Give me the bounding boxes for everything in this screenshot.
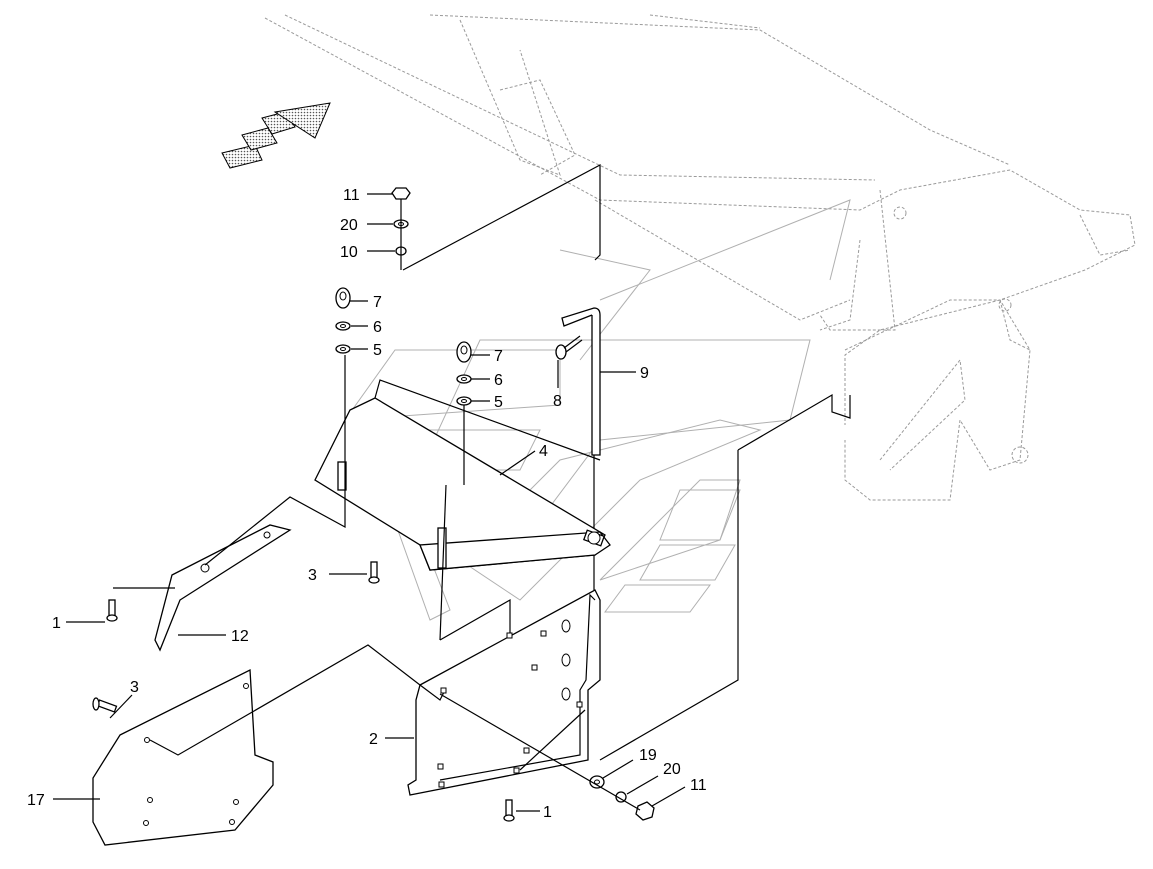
part-9-rod bbox=[561, 307, 601, 590]
callout-19: 19 bbox=[639, 747, 657, 764]
callout-20-top: 20 bbox=[340, 217, 358, 234]
part-4-mudguard-plate bbox=[314, 355, 611, 641]
callout-1-left: 1 bbox=[52, 615, 61, 632]
callout-6-mid: 6 bbox=[494, 372, 503, 389]
callout-2: 2 bbox=[369, 731, 378, 748]
callout-5-left: 5 bbox=[373, 342, 382, 359]
hardware-stack-mid bbox=[456, 341, 472, 406]
callout-11-top: 11 bbox=[343, 187, 360, 204]
callout-7-left: 7 bbox=[373, 294, 382, 311]
part-12-bracket bbox=[154, 470, 346, 652]
callout-1-bottom: 1 bbox=[543, 804, 552, 821]
hardware-stack-left bbox=[335, 287, 351, 354]
callout-17: 17 bbox=[27, 792, 45, 809]
callout-9: 9 bbox=[640, 365, 649, 382]
callout-labels: 11 20 10 7 6 5 7 6 5 8 9 4 3 1 12 3 17 2… bbox=[27, 187, 707, 821]
callout-20-bottom: 20 bbox=[663, 761, 681, 778]
fender-ghost-outline bbox=[329, 199, 851, 621]
part-17-lower-panel bbox=[92, 644, 421, 846]
callout-12: 12 bbox=[231, 628, 249, 645]
callout-4: 4 bbox=[539, 443, 548, 460]
upper-plate-outline bbox=[402, 164, 601, 271]
bolt-1-bottom bbox=[503, 799, 515, 822]
direction-arrow-icon bbox=[221, 102, 331, 169]
bolt-3-left bbox=[92, 697, 118, 713]
callout-3-mid: 3 bbox=[308, 567, 317, 584]
part-2-side-panel bbox=[407, 589, 601, 796]
callout-11-bottom: 11 bbox=[690, 777, 707, 794]
callout-8: 8 bbox=[553, 393, 562, 410]
callout-10: 10 bbox=[340, 244, 358, 261]
bolt-3-mid bbox=[368, 561, 380, 584]
rear-guard-panel bbox=[599, 393, 851, 761]
leader-lines bbox=[53, 193, 686, 812]
hardware-stack-top bbox=[391, 187, 411, 270]
callout-5-mid: 5 bbox=[494, 394, 503, 411]
machine-frame-outline bbox=[264, 14, 1136, 501]
part-8-pin bbox=[555, 335, 583, 360]
bolt-1-left bbox=[106, 599, 118, 622]
callout-7-mid: 7 bbox=[494, 348, 503, 365]
callout-6-left: 6 bbox=[373, 319, 382, 336]
callout-3-left: 3 bbox=[130, 679, 139, 696]
hardware-stack-bottom bbox=[439, 693, 655, 821]
